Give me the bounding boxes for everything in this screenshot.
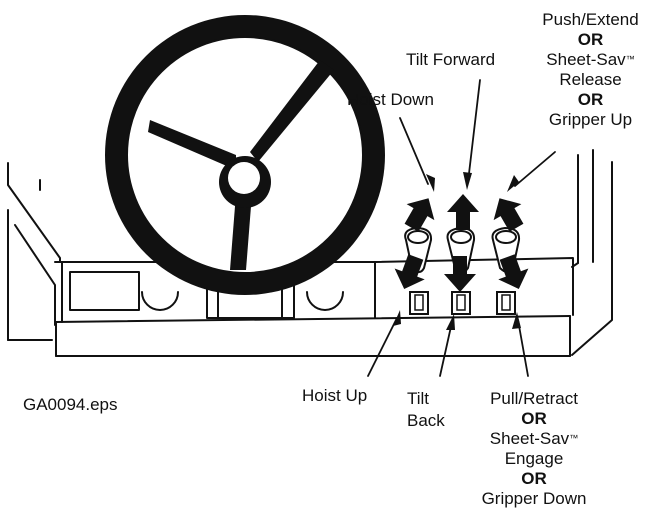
arrow-down-middle [444, 256, 476, 292]
label-engage: Engage [504, 449, 564, 468]
left-dash-knob [141, 291, 179, 311]
label-sheet-sav-2: Sheet-Sav [489, 429, 570, 448]
label-gripper-down: Gripper Down [481, 489, 587, 508]
label-back: Back [407, 411, 445, 430]
leader-push-extend [514, 151, 556, 187]
label-tilt-back-group: Tilt Back [407, 389, 445, 431]
trademark-mark: ™ [625, 54, 635, 64]
label-release: Release [559, 70, 622, 89]
label-sheet-sav-release-line: Sheet-Sav™ [528, 50, 653, 70]
leader-tilt-forward [467, 79, 481, 183]
arrow-up-right [493, 198, 524, 232]
label-pull-retract-group: Pull/Retract OR Sheet-Sav™ Engage OR Gri… [474, 389, 594, 509]
trademark-mark-2: ™ [569, 433, 579, 443]
label-tilt: Tilt [407, 389, 430, 408]
left-cab-pillar [7, 162, 61, 341]
label-or-2: OR [577, 90, 604, 109]
label-file-name: GA0094.eps [23, 395, 118, 414]
label-or-3: OR [521, 409, 547, 428]
leader-hoist-down [399, 117, 429, 185]
right-dash-knob [306, 291, 344, 311]
arrow-down-right [498, 254, 529, 289]
right-cab-pillar [571, 149, 613, 356]
label-tilt-forward: Tilt Forward [406, 50, 496, 69]
leader-pull-retract [517, 319, 529, 377]
label-hoist-down: Hoist Down [347, 90, 434, 109]
label-or-4: OR [521, 469, 547, 488]
leader-hoist-up [367, 317, 398, 377]
arrow-up-left [404, 198, 435, 232]
gauge-panel [69, 271, 140, 311]
arrow-up-middle [447, 194, 479, 230]
arrow-down-left [394, 254, 425, 289]
leader-tilt-back [439, 321, 453, 377]
label-push-extend: Push/Extend [542, 10, 639, 29]
label-pull-retract: Pull/Retract [490, 389, 578, 408]
label-hoist-up: Hoist Up [302, 386, 368, 405]
steering-wheel [105, 15, 385, 295]
label-or-1: OR [577, 30, 604, 49]
label-gripper-up: Gripper Up [548, 110, 633, 129]
label-sheet-sav-engage-line: Sheet-Sav™ [474, 429, 594, 449]
label-push-extend-group: Push/Extend OR Sheet-Sav™ Release OR Gri… [528, 10, 653, 130]
label-sheet-sav: Sheet-Sav [546, 50, 626, 69]
